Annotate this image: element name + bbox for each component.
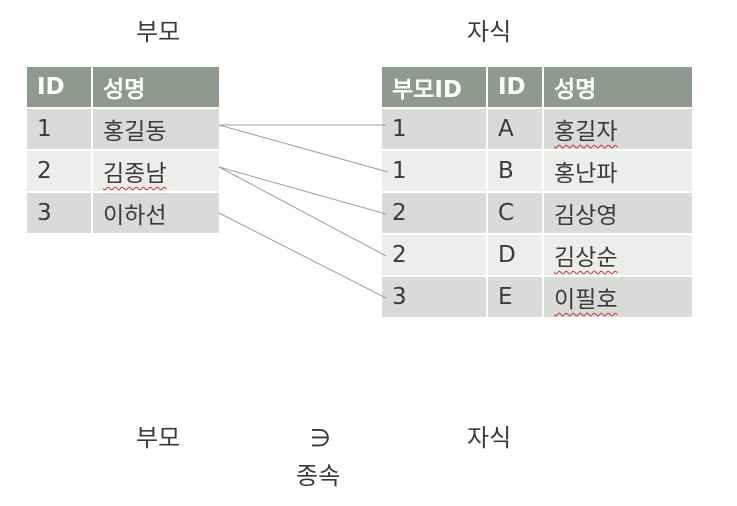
child-cell-parent-id: 1: [382, 151, 488, 193]
child-header-id: ID: [488, 67, 544, 109]
parent-caption: 부모: [136, 18, 181, 46]
child-cell-parent-id: 3: [382, 277, 488, 319]
parent-cell-name: 김종남: [93, 151, 219, 193]
child-cell-id: D: [488, 235, 544, 277]
relation-symbol: ∋: [310, 424, 331, 452]
parent-header-name: 성명: [93, 67, 219, 109]
child-cell-name: 김상영: [544, 193, 692, 235]
child-cell-id: A: [488, 109, 544, 151]
child-table: 부모ID ID 성명 1 A 홍길자 1 B 홍난파 2 C 김상영 2 D 김…: [382, 67, 692, 319]
parent-cell-id: 3: [27, 193, 93, 235]
parent-table: ID 성명 1 홍길동 2 김종남 3 이하선: [27, 67, 219, 235]
parent-cell-name: 이하선: [93, 193, 219, 235]
table-row: 2 D 김상순: [382, 235, 692, 277]
table-row: 3 이하선: [27, 193, 219, 235]
child-cell-name: 이필호: [544, 277, 692, 319]
table-row: 1 홍길동: [27, 109, 219, 151]
child-cell-name: 김상순: [544, 235, 692, 277]
link-2-to-D: [218, 166, 387, 257]
parent-cell-id: 2: [27, 151, 93, 193]
child-cell-parent-id: 1: [382, 109, 488, 151]
parent-cell-id: 1: [27, 109, 93, 151]
child-cell-name: 홍난파: [544, 151, 692, 193]
link-3-to-E: [218, 212, 387, 299]
child-table-header-row: 부모ID ID 성명: [382, 67, 692, 109]
child-caption: 자식: [467, 18, 512, 46]
table-row: 2 C 김상영: [382, 193, 692, 235]
child-header-name: 성명: [544, 67, 692, 109]
child-cell-id: C: [488, 193, 544, 235]
child-cell-parent-id: 2: [382, 193, 488, 235]
parent-table-header-row: ID 성명: [27, 67, 219, 109]
child-header-parent-id: 부모ID: [382, 67, 488, 109]
relation-label: 종속: [296, 462, 341, 490]
child-cell-id: B: [488, 151, 544, 193]
parent-cell-name: 홍길동: [93, 109, 219, 151]
link-2-to-C: [218, 166, 387, 215]
table-row: 1 A 홍길자: [382, 109, 692, 151]
child-cell-id: E: [488, 277, 544, 319]
table-row: 1 B 홍난파: [382, 151, 692, 193]
relation-right: 자식: [467, 424, 512, 452]
link-1-to-B: [218, 124, 389, 173]
relation-left: 부모: [136, 424, 181, 452]
child-cell-parent-id: 2: [382, 235, 488, 277]
table-row: 3 E 이필호: [382, 277, 692, 319]
table-row: 2 김종남: [27, 151, 219, 193]
child-cell-name: 홍길자: [544, 109, 692, 151]
parent-header-id: ID: [27, 67, 93, 109]
